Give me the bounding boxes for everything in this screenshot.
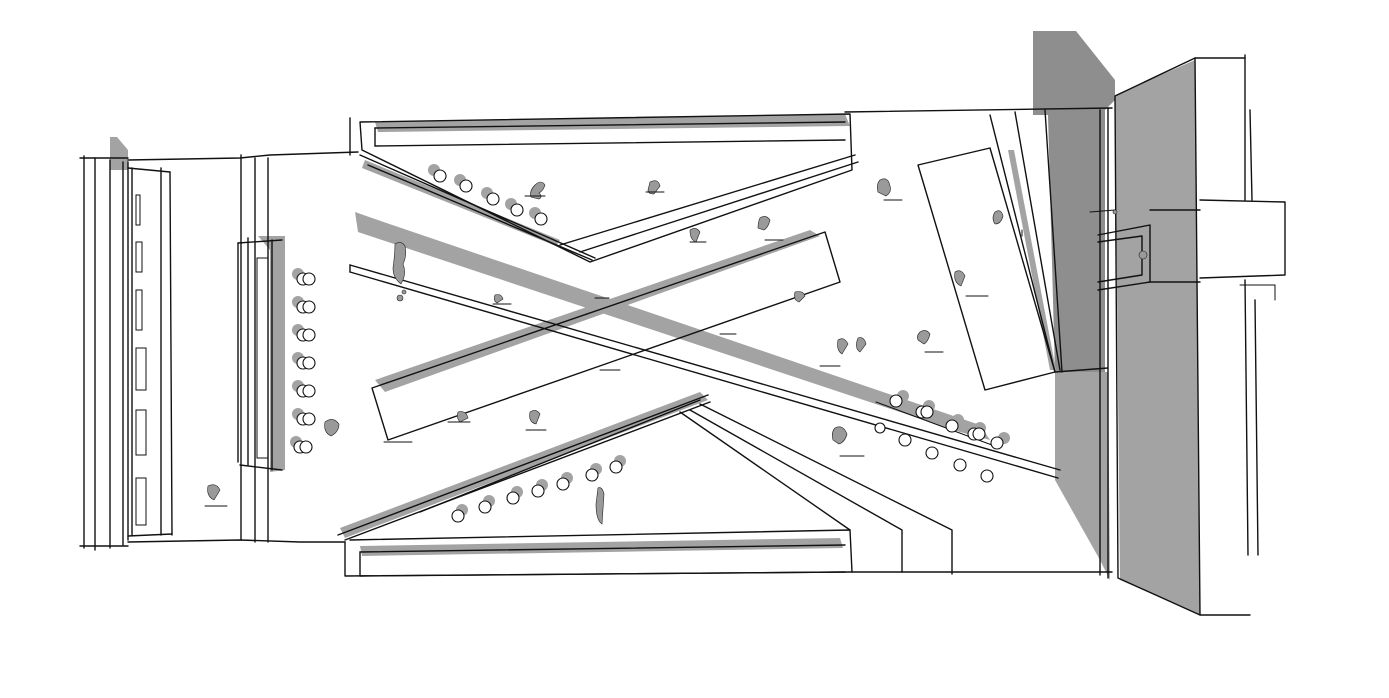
left-colonnade xyxy=(237,154,283,543)
upper-triangular-volume xyxy=(359,113,859,263)
seats-right xyxy=(874,390,1010,483)
lower-wall-shadow xyxy=(360,538,843,556)
ramp-a-shadow xyxy=(355,212,990,440)
right-lower-wall-shadow xyxy=(1055,372,1110,580)
people-figures xyxy=(204,178,1023,525)
left-wall-band xyxy=(79,155,173,551)
seating-rows xyxy=(290,164,1010,523)
slab-shadow xyxy=(1008,150,1056,370)
right-block-face-shadow xyxy=(1115,60,1200,615)
central-x-ramps xyxy=(349,231,1061,479)
right-building-block xyxy=(1089,54,1286,616)
lower-triangular-volume xyxy=(337,394,953,577)
seats-lower xyxy=(451,455,626,523)
tilted-right-slab xyxy=(917,109,1109,391)
left-corner-shadow xyxy=(110,137,128,170)
upper-volume-shadow xyxy=(362,160,560,246)
upper-wall-shadow xyxy=(375,114,850,132)
shadows xyxy=(110,31,1200,615)
shrubs xyxy=(396,209,1148,302)
right-wall-shadow xyxy=(1033,31,1115,375)
seats-colonnade xyxy=(290,268,316,454)
seats-upper xyxy=(428,164,548,226)
